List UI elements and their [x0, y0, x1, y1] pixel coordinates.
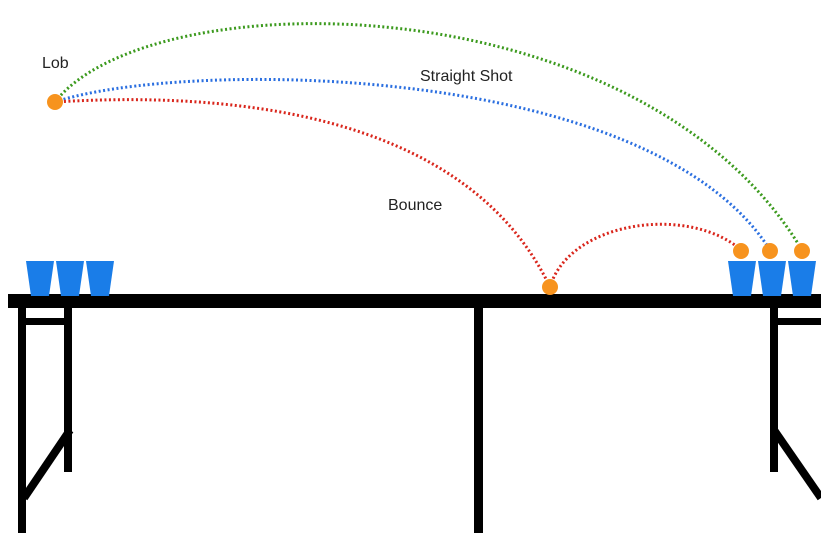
ball-start	[47, 94, 63, 110]
table-right-bracket	[770, 318, 821, 325]
ball-straight-landing	[762, 243, 778, 259]
cup	[788, 261, 816, 296]
ball-lob-landing	[794, 243, 810, 259]
cup	[86, 261, 114, 296]
table	[8, 294, 821, 533]
right-cups	[728, 261, 816, 296]
bounce-rebound-trajectory	[548, 222, 742, 288]
table-right-leg-inner	[770, 306, 778, 472]
cup	[728, 261, 756, 296]
cup	[56, 261, 84, 296]
ball-bounce-landing	[733, 243, 749, 259]
table-left-brace	[20, 427, 74, 501]
table-top	[8, 294, 821, 308]
table-right-brace	[770, 427, 821, 501]
bounce-trajectory	[54, 98, 552, 288]
cup	[26, 261, 54, 296]
table-left-leg-outer	[18, 306, 26, 533]
table-left-leg-inner	[64, 306, 72, 472]
bounce-label: Bounce	[388, 197, 442, 214]
lob-trajectory	[53, 22, 804, 251]
table-left-bracket	[18, 318, 72, 325]
left-cups	[26, 261, 114, 296]
lob-label: Lob	[42, 55, 69, 72]
balls	[47, 94, 810, 295]
straight-shot-trajectory	[54, 77, 772, 251]
straight-shot-label: Straight Shot	[420, 68, 513, 85]
table-middle-leg	[474, 306, 483, 533]
cup	[758, 261, 786, 296]
ball-bounce-point	[542, 279, 558, 295]
